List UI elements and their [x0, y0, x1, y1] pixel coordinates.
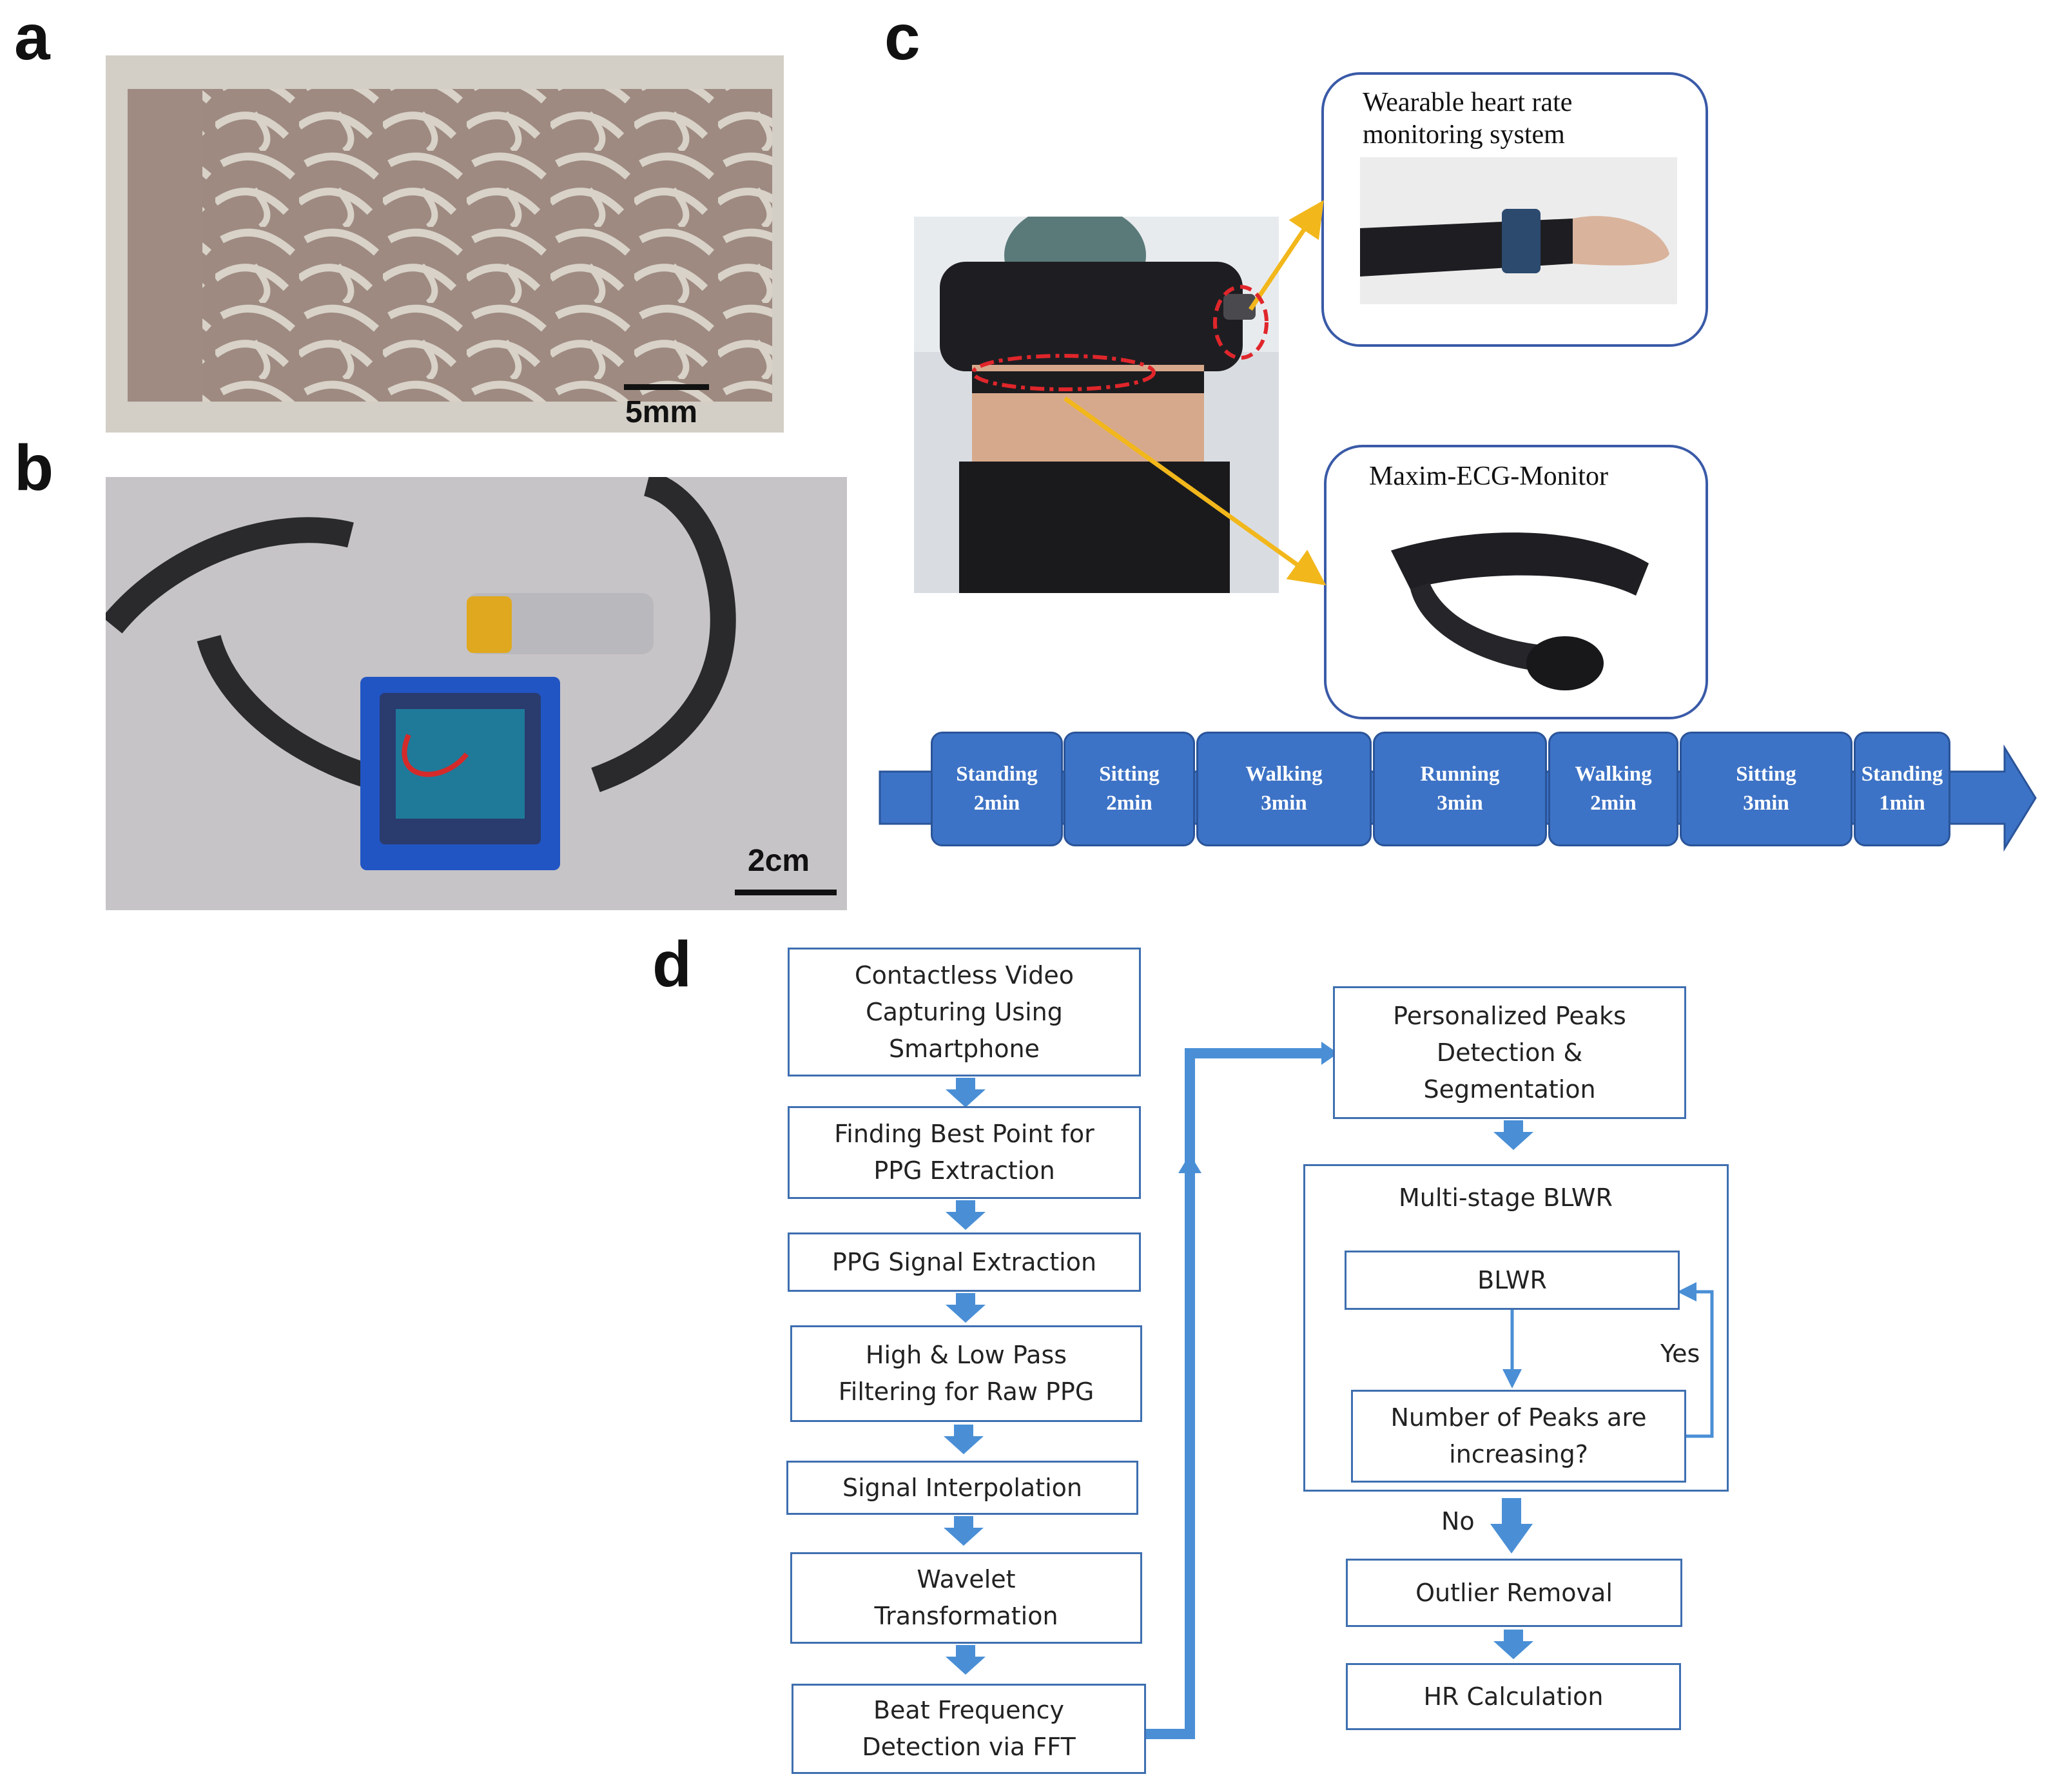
- ecg-monitor-callout: Maxim-ECG-Monitor: [1324, 445, 1708, 719]
- scalebar-label-2cm: 2cm: [748, 844, 810, 878]
- box-blwr: BLWR: [1345, 1251, 1680, 1310]
- wrist-dashed-marker: [1213, 285, 1269, 360]
- wrist-device-photo: [1360, 157, 1677, 304]
- box-video-capture: Contactless Video Capturing Using Smartp…: [788, 948, 1141, 1076]
- multistage-blwr-container: [1303, 1164, 1729, 1492]
- box-filtering: High & Low Pass Filtering for Raw PPG: [790, 1325, 1142, 1422]
- callout-arrows-overlay: [971, 200, 1327, 586]
- loop-yes-label: Yes: [1660, 1339, 1700, 1368]
- wrist-callout-arrow: [1249, 200, 1324, 311]
- box-outlier-removal: Outlier Removal: [1346, 1559, 1682, 1627]
- scalebar-label-5mm: 5mm: [625, 395, 698, 429]
- subject-wearing-devices-photo: [914, 217, 1279, 593]
- box-ppg-extraction: PPG Signal Extraction: [788, 1232, 1141, 1292]
- timeline-segment: Standing 1min: [1854, 732, 1950, 846]
- chest-strap-photo: [1372, 512, 1662, 699]
- timeline-segment: Walking 3min: [1196, 732, 1372, 846]
- wearable-system-callout-title: Wearable heart rate monitoring system: [1363, 88, 1573, 150]
- chest-dashed-marker: [971, 354, 1156, 391]
- ecg-monitor-callout-title: Maxim-ECG-Monitor: [1369, 462, 1608, 491]
- kirigami-sensor-photo: 5mm: [106, 55, 784, 433]
- timeline-segment: Standing 2min: [931, 732, 1063, 846]
- panel-b-letter: b: [14, 432, 54, 504]
- panel-a-letter: a: [14, 1, 50, 73]
- panel-d-letter: d: [652, 928, 692, 1000]
- timeline-segment: Sitting 3min: [1680, 732, 1852, 846]
- timeline-segment: Sitting 2min: [1064, 732, 1195, 846]
- box-hr-calculation: HR Calculation: [1346, 1663, 1681, 1730]
- box-interpolation: Signal Interpolation: [786, 1461, 1138, 1515]
- loop-no-label: No: [1441, 1507, 1475, 1535]
- box-wavelet: Wavelet Transformation: [790, 1552, 1142, 1644]
- box-peaks-question: Number of Peaks are increasing?: [1351, 1390, 1686, 1483]
- box-fft: Beat Frequency Detection via FFT: [792, 1684, 1146, 1774]
- fft-to-peaks-connector: [1146, 1048, 1321, 1739]
- box-best-point: Finding Best Point for PPG Extraction: [788, 1106, 1141, 1199]
- timeline-segment: Running 3min: [1373, 732, 1547, 846]
- panel-c-letter: c: [884, 1, 920, 73]
- wearable-device-photo: 2cm: [106, 477, 847, 910]
- box-peaks-detection: Personalized Peaks Detection & Segmentat…: [1333, 986, 1686, 1119]
- scalebar-2cm: [735, 890, 837, 895]
- chest-callout-arrow: [1063, 396, 1327, 586]
- timeline-segment: Walking 2min: [1548, 732, 1678, 846]
- scalebar-5mm: [624, 384, 709, 390]
- multistage-blwr-title: Multi-stage BLWR: [1399, 1183, 1613, 1212]
